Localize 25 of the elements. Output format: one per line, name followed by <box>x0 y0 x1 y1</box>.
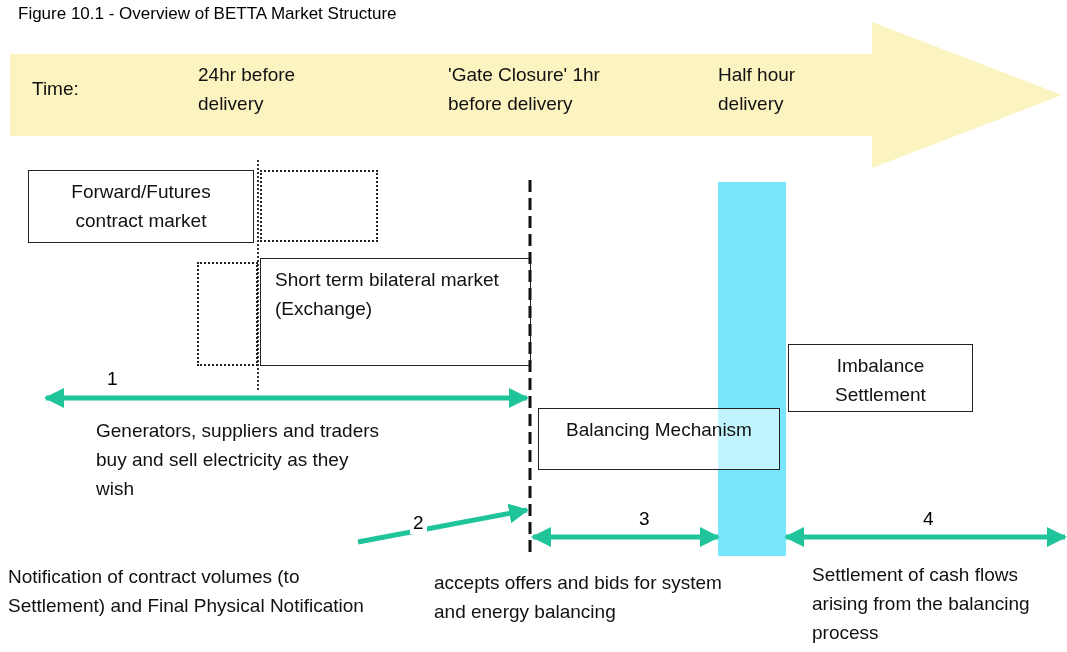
description-text: Settlement of cash flows arising from the balancing process <box>812 563 1031 645</box>
market-box <box>28 170 254 243</box>
dotted-box <box>260 170 378 242</box>
gate-closure-line <box>527 180 533 552</box>
description-text: accepts offers and bids for system and energy balancing <box>434 571 723 624</box>
time-marker-label: 'Gate Closure' 1hr before delivery <box>448 63 601 116</box>
double-arrow <box>784 527 1067 547</box>
arrow <box>357 503 529 545</box>
double-arrow <box>44 388 529 408</box>
market-box <box>538 408 780 470</box>
axis-label: Time: <box>32 77 80 101</box>
dotted-box <box>197 262 258 366</box>
double-arrow <box>531 527 720 547</box>
description-text: Generators, suppliers and traders buy and sell electricity as they wish <box>96 419 381 501</box>
time-marker-label: Half hour delivery <box>718 63 797 116</box>
market-box <box>260 258 531 366</box>
time-marker-label: 24hr before delivery <box>198 63 297 116</box>
figure-title: Figure 10.1 - Overview of BETTA Market Structure <box>18 4 397 24</box>
box-text: Forward/Futures contract market <box>70 180 212 233</box>
box-text: Imbalance Settlement <box>834 354 927 407</box>
market-box <box>788 344 973 412</box>
box-text: Balancing Mechanism <box>565 418 753 442</box>
box-text: Short term bilateral market (Exchange) <box>275 268 500 321</box>
time-arrow-band <box>10 22 1062 168</box>
description-text: Notification of contract volumes (to Settlement) and Final Physical Notification <box>8 565 365 618</box>
